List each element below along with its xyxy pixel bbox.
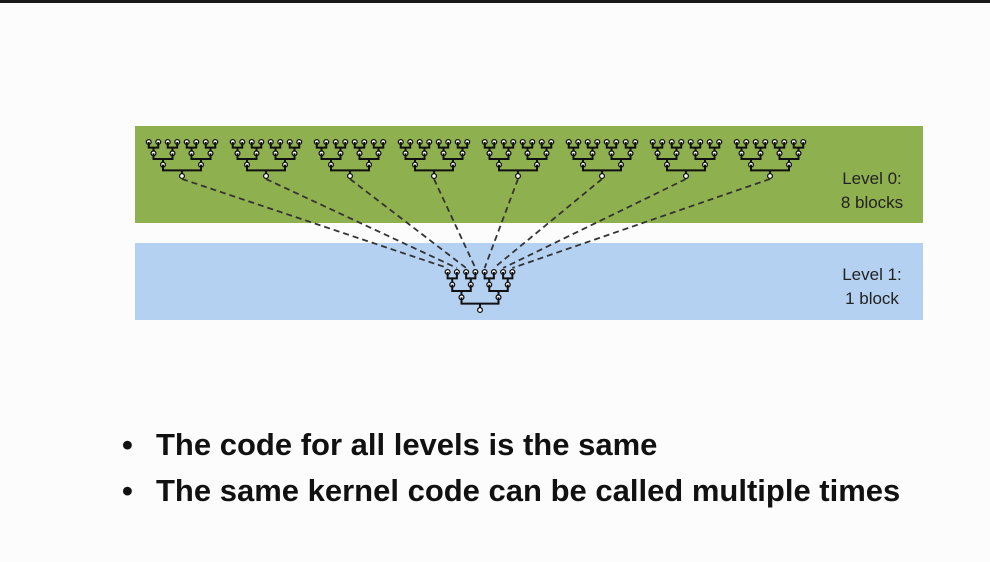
level-0-block-2-node [262,172,270,180]
bullet-marker: • [122,473,133,508]
level-0-block-8-tree [733,138,807,180]
dashed-connector [502,178,687,269]
level-0-block-count: 8 blocks [840,193,904,212]
dashed-connector [349,178,467,269]
level-0-block-1-node [178,172,186,180]
level-1-label: Level 1: 1 block [802,263,942,311]
dashed-connector [265,178,458,269]
level-0-block-1-tree [145,138,219,180]
dashed-connector [493,178,603,269]
level-0-label: Level 0: 8 blocks [802,167,942,215]
top-border [0,0,990,3]
level-1-block-tree [444,268,516,314]
level-1-block-node [476,306,484,314]
level-0-block-6-tree [565,138,639,180]
bullet-item: • The code for all levels is the same [120,424,970,466]
level-1-title: Level 1: [842,265,902,284]
bullet-marker: • [122,427,133,462]
level-0-block-6-node [598,172,606,180]
level-0-block-4-tree [397,138,471,180]
bullet-text: The code for all levels is the same [156,427,658,462]
level-0-block-8-node [766,172,774,180]
level-0-block-4-node [430,172,438,180]
level-0-block-7-node [682,172,690,180]
bullet-text: The same kernel code can be called multi… [156,473,901,508]
dashed-connector [433,178,477,269]
level-0-block-3-node [346,172,354,180]
level-1-block-count: 1 block [845,289,899,308]
level-0-block-3-tree [313,138,387,180]
level-0-title: Level 0: [842,169,902,188]
bullet-list: • The code for all levels is the same • … [120,424,970,512]
level-0-block-2-tree [229,138,303,180]
dashed-connector [512,178,771,269]
level-0-block-5-tree [481,138,555,180]
dashed-connector [483,178,519,269]
dashed-connector [181,178,448,269]
level-0-block-7-tree [649,138,723,180]
bullet-item: • The same kernel code can be called mul… [120,470,970,512]
level-0-block-5-node [514,172,522,180]
